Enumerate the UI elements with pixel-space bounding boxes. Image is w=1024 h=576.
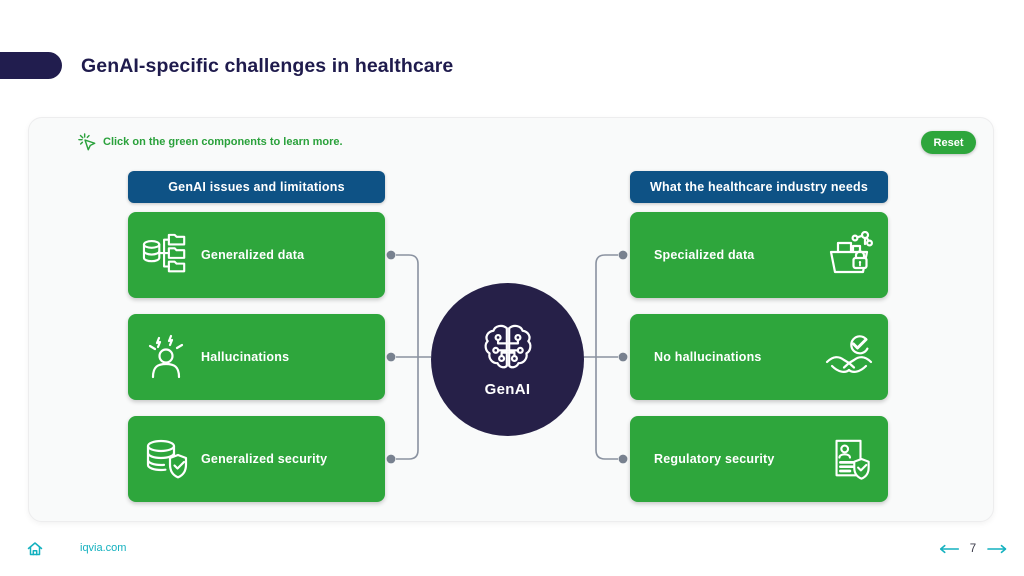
circuit-brain-icon (484, 324, 531, 368)
database-folders-icon (141, 230, 191, 280)
left-column-header: GenAI issues and limitations (128, 171, 385, 203)
database-shield-check-icon (141, 434, 191, 484)
component-no-hallucinations[interactable]: No hallucinations (630, 314, 888, 400)
instruction-text: Click on the green components to learn m… (103, 136, 343, 148)
component-specialized-data[interactable]: Specialized data (630, 212, 888, 298)
component-label: Regulatory security (654, 452, 775, 466)
component-hallucinations[interactable]: Hallucinations (128, 314, 385, 400)
reset-button[interactable]: Reset (921, 131, 976, 154)
folder-lock-network-icon (825, 231, 873, 279)
page-title: GenAI-specific challenges in healthcare (81, 55, 454, 77)
click-sparkle-icon (78, 132, 96, 150)
genai-label: GenAI (484, 380, 531, 398)
genai-center-node: GenAI (431, 283, 584, 436)
next-arrow-icon[interactable] (986, 544, 1008, 554)
previous-arrow-icon[interactable] (938, 544, 960, 554)
home-button[interactable] (26, 540, 44, 558)
website-link[interactable]: iqvia.com (80, 542, 127, 554)
component-label: Specialized data (654, 248, 755, 262)
component-label: Hallucinations (201, 350, 290, 364)
right-column-header: What the healthcare industry needs (630, 171, 888, 203)
instruction: Click on the green components to learn m… (78, 132, 343, 152)
component-generalized-data[interactable]: Generalized data (128, 212, 385, 298)
pager: 7 (938, 541, 1008, 557)
dizzy-person-icon (141, 332, 191, 382)
component-label: No hallucinations (654, 350, 762, 364)
title-accent-pill (0, 52, 62, 79)
component-regulatory-security[interactable]: Regulatory security (630, 416, 888, 502)
home-icon (27, 542, 43, 556)
page-number: 7 (969, 543, 977, 555)
document-person-shield-icon (825, 435, 873, 483)
handshake-check-icon (825, 333, 873, 381)
component-label: Generalized data (201, 248, 305, 262)
component-label: Generalized security (201, 452, 328, 466)
component-generalized-security[interactable]: Generalized security (128, 416, 385, 502)
